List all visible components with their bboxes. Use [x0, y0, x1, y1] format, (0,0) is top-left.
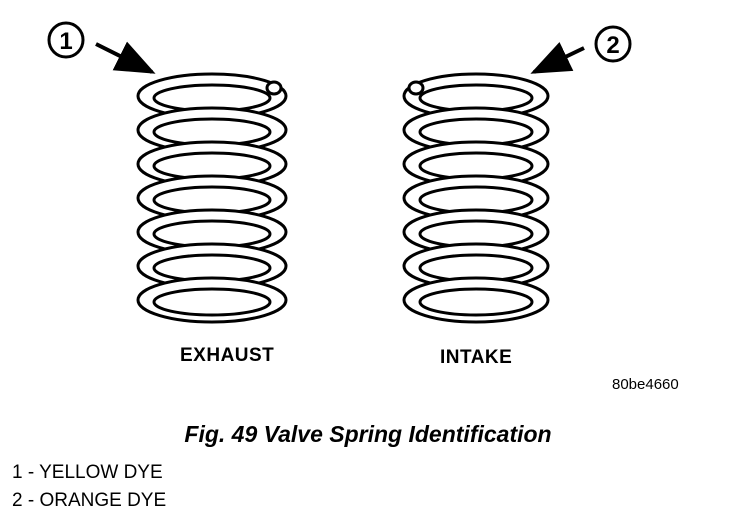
valve-spring-diagram: 1 2: [47, 21, 632, 324]
spring-coil-inner: [418, 287, 534, 317]
callout-1: 1: [47, 21, 85, 59]
callout-2-number: 2: [606, 32, 619, 59]
figure-code: 80be4660: [612, 376, 679, 393]
intake-spring: [402, 72, 550, 324]
exhaust-label: EXHAUST: [180, 345, 275, 366]
callout-1-arrow: [95, 41, 156, 74]
callout-2: 2: [594, 25, 632, 63]
intake-label: INTAKE: [440, 347, 513, 368]
exhaust-spring: [136, 72, 288, 324]
figure-caption: Fig. 49 Valve Spring Identification: [184, 421, 552, 447]
callout-1-number: 1: [59, 28, 72, 55]
spring-wire-end: [265, 80, 283, 96]
spring-coil-inner: [152, 287, 272, 317]
spring-wire-end: [407, 80, 425, 96]
callout-2-arrow: [530, 41, 585, 74]
legend-item-2: 2 - ORANGE DYE: [12, 490, 167, 511]
legend-item-1: 1 - YELLOW DYE: [12, 462, 163, 483]
